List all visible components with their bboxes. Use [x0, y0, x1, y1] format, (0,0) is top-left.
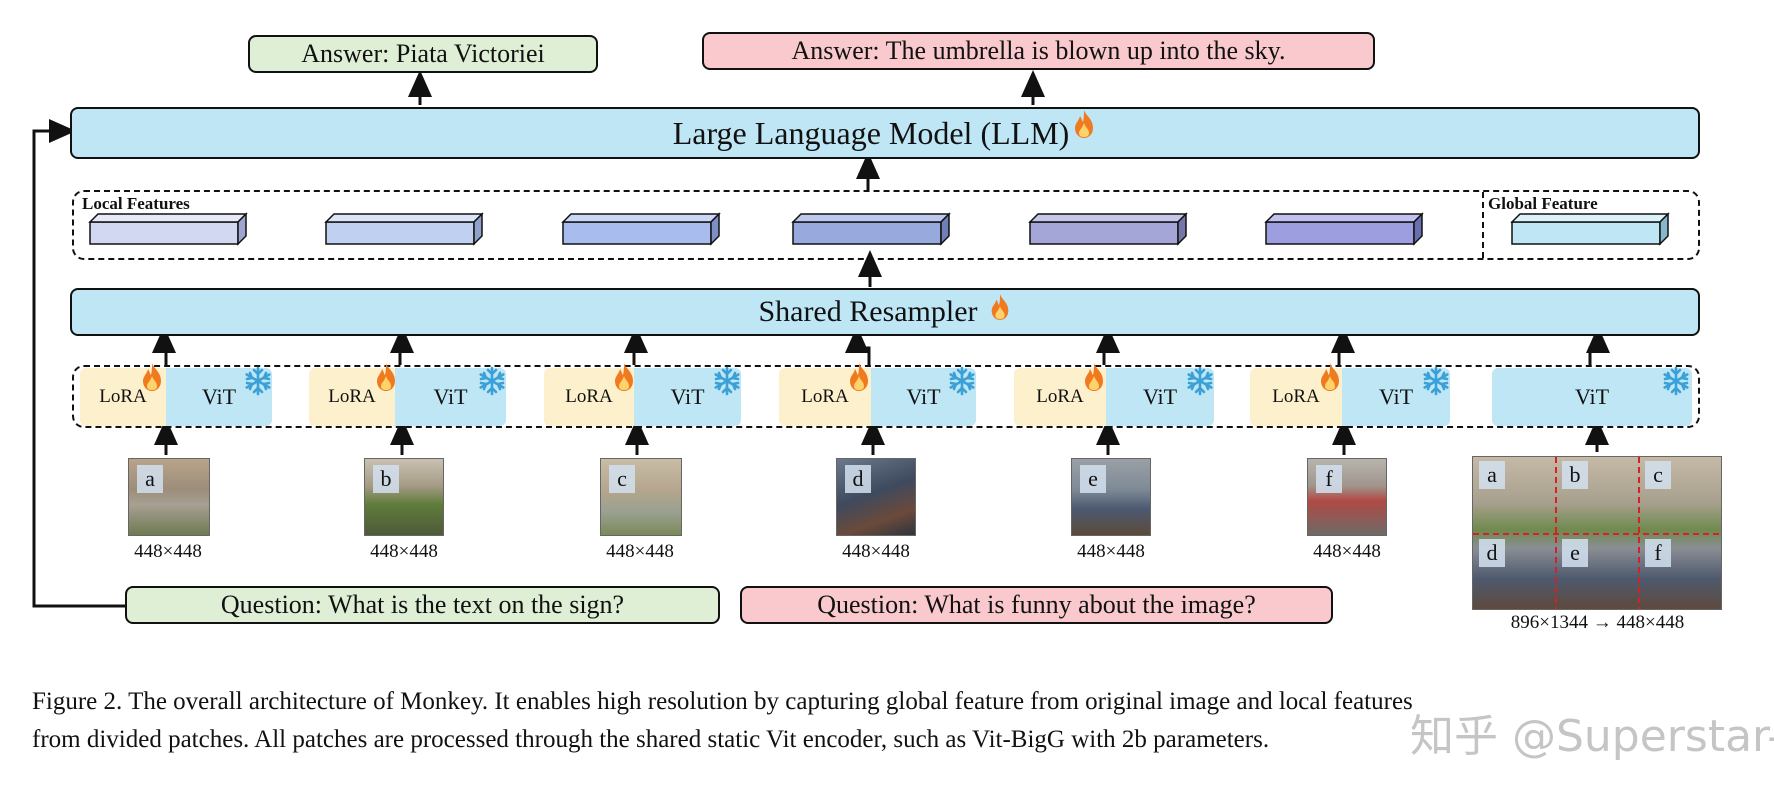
full-image: a b c d e f — [1472, 456, 1722, 610]
global-vit-block: ViT — [1492, 368, 1692, 426]
patch-letter: a — [1479, 461, 1505, 489]
flame-icon — [1085, 363, 1103, 391]
patch-letter: a — [137, 465, 163, 493]
patch-grid-lines — [1473, 457, 1721, 609]
arrow-enc5-to-resampler — [1096, 326, 1120, 365]
encoder-unit-b: LoRA ViT — [309, 368, 506, 426]
question-left: Question: What is the text on the sign? — [125, 586, 720, 624]
question-right: Question: What is funny about the image? — [740, 586, 1333, 624]
arrow-question-to-llm — [32, 119, 125, 608]
global-token — [1510, 212, 1670, 246]
patch-size-label: 448×448 — [370, 541, 438, 562]
flame-icon — [991, 294, 1008, 320]
patch-size-label: 448×448 — [606, 541, 674, 562]
answer-left: Answer: Piata Victoriei — [248, 35, 598, 73]
encoder-icons — [143, 363, 1689, 396]
patch-size-label: 448×448 — [1077, 541, 1145, 562]
figure-caption-line-2: from divided patches. All patches are pr… — [32, 726, 1270, 753]
local-token-6 — [1264, 212, 1424, 246]
encoders-container — [72, 365, 1700, 428]
answer-right: Answer: The umbrella is blown up into th… — [702, 32, 1375, 70]
flame-icon — [1321, 363, 1339, 391]
vit-block: ViT — [395, 368, 506, 426]
local-token-3 — [561, 212, 721, 246]
patch-image-a: a — [128, 458, 210, 536]
resampler-label: Shared Resampler — [758, 295, 978, 328]
patch-letter: d — [845, 465, 871, 493]
llm-block: Large Language Model (LLM) — [70, 107, 1700, 159]
feature-tokens — [88, 212, 1670, 246]
patch-image-e: e — [1071, 458, 1151, 536]
patch-image-c: c — [600, 458, 682, 536]
patch-letter: c — [609, 465, 635, 493]
local-token-4 — [791, 212, 951, 246]
arrow-enc7-to-resampler — [1586, 326, 1610, 365]
shared-resampler: Shared Resampler — [70, 288, 1700, 336]
flame-icon — [143, 363, 161, 391]
patch-size-label: 448×448 — [134, 541, 202, 562]
global-feature-label: Global Feature — [1488, 194, 1598, 213]
patch-letter: e — [1080, 465, 1106, 493]
flame-icon — [1075, 110, 1094, 138]
snowflake-icon — [479, 366, 505, 396]
features-container — [72, 190, 1700, 260]
figure-caption-line-1: Figure 2. The overall architecture of Mo… — [32, 688, 1413, 715]
patch-letter: f — [1645, 539, 1671, 567]
arrow-enc6-to-resampler — [1331, 326, 1355, 365]
full-image-size-label: 896×1344 → 448×448 — [1510, 612, 1685, 633]
arrow-enc1-to-resampler — [152, 326, 176, 365]
llm-label: Large Language Model (LLM) — [672, 114, 1070, 151]
arrow-enc2-to-resampler — [390, 326, 414, 365]
flame-icon — [377, 363, 395, 391]
local-features-label: Local Features — [82, 194, 190, 213]
patch-size-label: 448×448 — [842, 541, 910, 562]
patch-image-f: f — [1307, 458, 1387, 536]
local-token-1 — [88, 212, 248, 246]
lora-block: LoRA — [779, 368, 871, 426]
watermark: 知乎 @Superstar-X — [1410, 711, 1774, 762]
arrow-enc4-to-resampler — [845, 326, 871, 365]
features-divider — [1482, 192, 1484, 258]
local-token-5 — [1028, 212, 1188, 246]
patch-image-d: d — [836, 458, 916, 536]
patch-letter: d — [1479, 539, 1505, 567]
local-token-2 — [324, 212, 484, 246]
patch-letter: f — [1316, 465, 1342, 493]
flame-icon — [615, 363, 633, 391]
arrow-enc3-to-resampler — [624, 326, 648, 365]
flame-icon — [850, 363, 868, 391]
patch-letter: b — [373, 465, 399, 493]
patch-letter: e — [1562, 539, 1588, 567]
snowflake-icon — [949, 366, 975, 396]
snowflake-icon — [714, 366, 740, 396]
snowflake-icon — [245, 366, 271, 396]
patch-size-label: 448×448 — [1313, 541, 1381, 562]
snowflake-icon — [1423, 366, 1449, 396]
snowflake-icon — [1187, 366, 1213, 396]
patch-letter: b — [1562, 461, 1588, 489]
patch-image-b: b — [364, 458, 444, 536]
patch-letter: c — [1645, 461, 1671, 489]
snowflake-icon — [1663, 366, 1689, 396]
encoder-unit-e: LoRA ViT — [1014, 368, 1214, 426]
